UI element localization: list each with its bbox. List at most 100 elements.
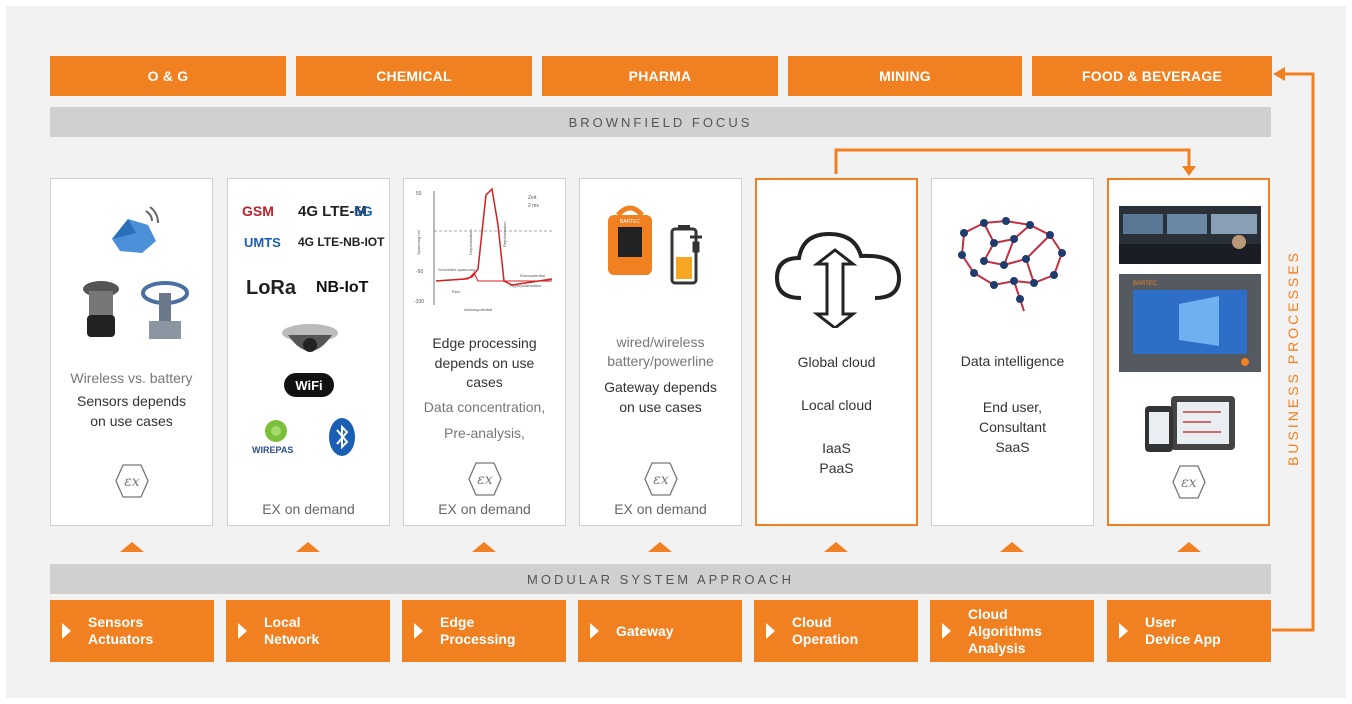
module-label: Operation xyxy=(792,631,859,647)
mobile-devices-image xyxy=(1145,396,1235,452)
card-text: End user, xyxy=(982,399,1043,415)
card-text: Local cloud xyxy=(801,397,872,413)
battery-plug-icon xyxy=(670,225,702,285)
lora-logo: LoRa xyxy=(246,277,296,299)
band-label: MODULAR SYSTEM APPROACH xyxy=(527,571,794,587)
card-gateway: BARTEC wired/wireless battery/powerline … xyxy=(579,178,742,526)
ex-on-demand: EX on demand xyxy=(614,501,707,517)
cloud-upload-icon xyxy=(774,231,902,328)
card-text: depends on use xyxy=(434,355,535,371)
card-text: Global cloud xyxy=(797,354,876,370)
valve-actuator-icon xyxy=(141,281,189,339)
module-label: Analysis xyxy=(968,639,1026,656)
4g-ltem-logo: 4G LTE-M xyxy=(298,203,367,220)
play-icon xyxy=(414,623,423,639)
brownfield-focus-band: BROWNFIELD FOCUS xyxy=(50,107,1271,137)
card-note: battery/powerline xyxy=(607,353,714,369)
up-arrow-icon xyxy=(472,542,496,552)
chart-label: Hyperpolarisation xyxy=(510,283,541,288)
play-icon xyxy=(942,623,951,639)
industry-og: O & G xyxy=(50,56,286,96)
4g-nbiot-logo: 4G LTE-NB-IOT xyxy=(298,235,385,249)
chart-label: Reiz xyxy=(452,289,460,294)
chart-tick: -100 xyxy=(414,299,424,305)
card-edge-processing: 50 -50 -100 Zeit 2 ms Depolarisation Rep… xyxy=(403,178,566,526)
module-gateway[interactable]: Gateway xyxy=(578,600,742,662)
ex-icon: εx xyxy=(467,462,502,496)
module-label: Edge xyxy=(440,614,475,630)
chart-label: Depolarisation xyxy=(468,229,473,255)
camera-dome-icon xyxy=(282,324,338,352)
card-text: IaaS xyxy=(822,440,851,456)
industry-label: O & G xyxy=(147,68,189,84)
chart-label: 2 ms xyxy=(528,203,539,209)
wirepas-label: WIREPAS xyxy=(252,445,294,455)
module-label: Sensors xyxy=(88,614,144,630)
card-cloud-operation: Global cloud Local cloud IaaS PaaS xyxy=(755,178,918,526)
card-text: Consultant xyxy=(979,419,1046,435)
svg-text:εx: εx xyxy=(477,472,493,488)
chart-label: Aktionspotential xyxy=(464,307,492,312)
up-arrow-icon xyxy=(296,542,320,552)
module-label: Actuators xyxy=(88,631,154,647)
module-label: User xyxy=(1145,614,1177,630)
chart-label: Schwellen-spannung xyxy=(438,267,475,272)
industrial-tablet-image: BARTEC xyxy=(1119,274,1261,372)
module-label: Gateway xyxy=(616,622,674,639)
industry-label: MINING xyxy=(879,68,931,84)
play-icon xyxy=(238,623,247,639)
play-icon xyxy=(766,623,775,639)
control-room-image xyxy=(1119,206,1261,264)
module-label: Local xyxy=(264,614,301,630)
wireless-sensor-icon xyxy=(112,206,159,253)
industry-label: PHARMA xyxy=(628,68,692,84)
industry-food-beverage: FOOD & BEVERAGE xyxy=(1032,56,1272,96)
module-label: Cloud xyxy=(792,614,832,630)
ex-on-demand: EX on demand xyxy=(438,501,531,517)
card-data-intelligence: Data intelligence End user, Consultant S… xyxy=(931,178,1094,526)
umts-logo: UMTS xyxy=(244,235,281,250)
play-icon xyxy=(62,623,71,639)
svg-text:εx: εx xyxy=(124,474,140,490)
card-note: Data concentration, xyxy=(423,399,546,415)
card-text: Sensors depends xyxy=(77,393,186,409)
card-user-device-app: BARTEC εx xyxy=(1107,178,1270,526)
industry-pharma: PHARMA xyxy=(542,56,778,96)
chart-tick: 50 xyxy=(416,191,422,197)
up-arrow-icon xyxy=(120,542,144,552)
svg-text:εx: εx xyxy=(653,472,669,488)
card-text: on use cases xyxy=(619,399,702,415)
industry-mining: MINING xyxy=(788,56,1022,96)
business-processes-label: BUSINESS PROCESSES xyxy=(1285,250,1301,466)
side-label-text: BUSINESS PROCESSES xyxy=(1285,250,1301,466)
brain-network-icon xyxy=(958,217,1066,312)
ex-icon: εx xyxy=(114,464,149,498)
up-arrow-icon xyxy=(1000,542,1024,552)
actuator-icon xyxy=(83,281,119,337)
svg-text:εx: εx xyxy=(1181,475,1197,491)
card-text: cases xyxy=(466,374,503,390)
card-text: Data intelligence xyxy=(960,353,1065,369)
wifi-label: WiFi xyxy=(295,377,323,393)
tablet-brand: BARTEC xyxy=(1133,281,1158,287)
chart-label: Repolarisation xyxy=(502,221,507,247)
card-text: PaaS xyxy=(819,460,854,476)
action-potential-chart: 50 -50 -100 Zeit 2 ms Depolarisation Rep… xyxy=(414,187,553,312)
card-note: Wireless vs. battery xyxy=(70,370,193,386)
card-note: Pre-analysis, xyxy=(444,425,525,441)
nbiot-logo: NB-IoT xyxy=(316,279,369,296)
device-brand: BARTEC xyxy=(620,219,641,225)
industry-label: CHEMICAL xyxy=(376,68,452,84)
ex-icon: εx xyxy=(643,462,678,496)
gsm-logo: GSM xyxy=(242,203,274,219)
5g-logo: 5G xyxy=(354,203,373,219)
chart-tick: -50 xyxy=(416,269,423,275)
wirepas-icon xyxy=(265,420,287,442)
gateway-device-icon: BARTEC xyxy=(608,205,652,275)
